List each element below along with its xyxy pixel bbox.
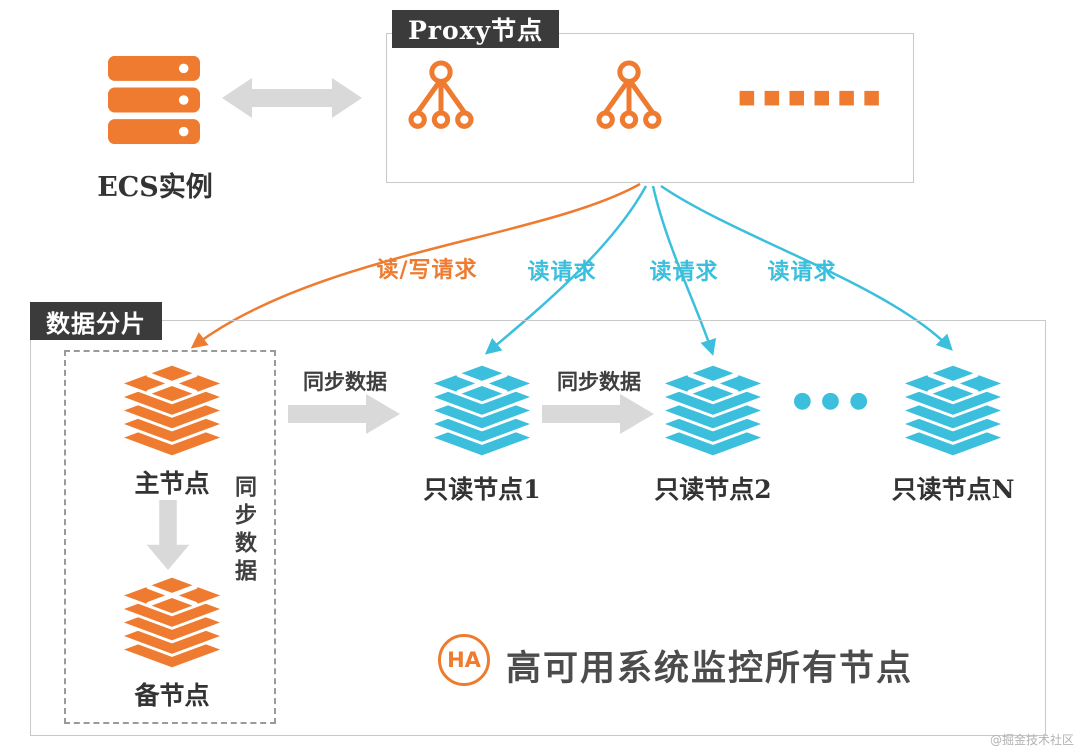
ha-badge: HA (438, 634, 490, 686)
proxy-title-tag: Proxy节点 (392, 10, 560, 48)
sync-arrow-1 (288, 394, 400, 434)
ecs-label: ECS实例 (97, 172, 213, 203)
master-backup-sync-label: 同步数据 (231, 475, 257, 587)
readonly-ellipsis: ●●● (792, 388, 878, 413)
readonly-node-n-icon (895, 362, 1011, 459)
read-request-arrow-2 (651, 185, 717, 356)
backup-node-label: 备节点 (134, 681, 210, 710)
read-request-arrow-3 (660, 184, 953, 351)
master-node-label: 主节点 (134, 469, 210, 498)
sync-arrow-2 (542, 394, 654, 434)
master-backup-group (64, 350, 276, 724)
sync-label-2: 同步数据 (557, 369, 641, 394)
readonly-node-1-icon (424, 362, 540, 459)
sync-label-1: 同步数据 (303, 369, 387, 394)
ecs-proxy-arrow (222, 78, 362, 118)
proxy-node-icon-2 (594, 57, 664, 139)
readonly-node-n-label: 只读节点N (891, 475, 1015, 504)
backup-node-icon (114, 574, 230, 671)
proxy-box (386, 33, 914, 183)
master-backup-sync-arrow (146, 500, 190, 570)
read-request-arrow-1 (484, 185, 648, 355)
readonly-node-1-label: 只读节点1 (423, 475, 541, 504)
readonly-node-2-icon (655, 362, 771, 459)
proxy-node-icon-1 (406, 57, 476, 139)
read-request-label-2: 读请求 (649, 259, 719, 285)
readonly-node-2-label: 只读节点2 (654, 475, 772, 504)
read-write-request-arrow (190, 182, 641, 349)
read-write-request-label: 读/写请求 (376, 257, 478, 283)
watermark: @掘金技术社区 (989, 733, 1074, 747)
proxy-ellipsis: ■■■■■■ (738, 86, 888, 108)
data-shard-title-tag: 数据分片 (30, 302, 162, 340)
ecs-server-icon (108, 55, 200, 145)
read-request-label-3: 读请求 (767, 259, 837, 285)
master-node-icon (114, 362, 230, 459)
ha-label: 高可用系统监控所有节点 (506, 648, 914, 689)
data-shard-box (30, 320, 1046, 736)
read-request-label-1: 读请求 (527, 259, 597, 285)
